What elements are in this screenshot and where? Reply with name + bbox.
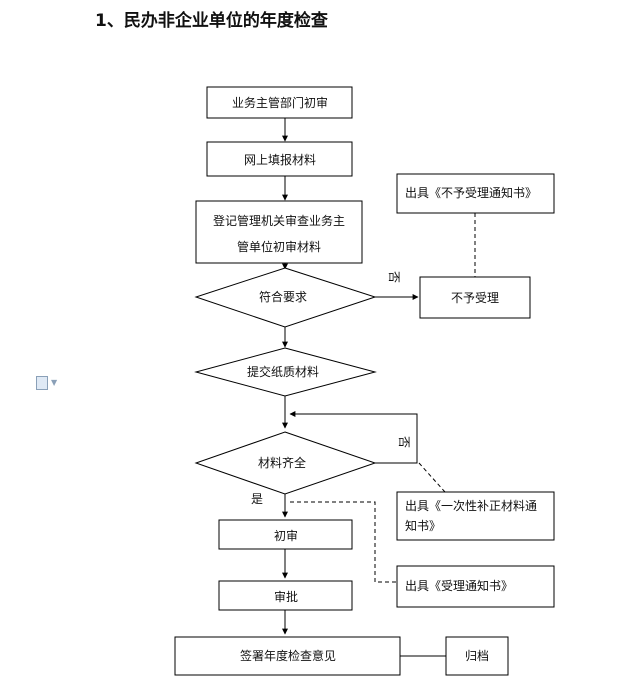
step-label-online-submission: 网上填报材料 — [244, 152, 316, 167]
branch-label-no-1: 否 — [387, 271, 401, 283]
branch-label-no-2: 否 — [397, 436, 411, 448]
document-icon[interactable]: ▼ — [36, 376, 62, 390]
decision-meets-requirements — [194, 267, 377, 328]
dashed-link-supplement-notice — [418, 462, 446, 493]
step-label-first-review: 初审 — [274, 528, 298, 543]
step-label-sign-opinion: 签署年度检查意见 — [240, 648, 336, 663]
connector-lines — [282, 118, 446, 657]
document-sheet-icon — [36, 376, 48, 390]
step-label-preliminary-review: 业务主管部门初审 — [232, 95, 328, 110]
decision-submit-paper — [194, 347, 377, 397]
step-box-registration-review — [195, 200, 363, 264]
step-box-sign-opinion — [174, 636, 401, 676]
step-box-first-review — [218, 519, 353, 550]
dashed-links — [290, 213, 476, 583]
branch-label-yes: 是 — [251, 492, 263, 506]
dropdown-caret-icon: ▼ — [51, 378, 58, 387]
section-title: 1、民办非企业单位的年度检查 — [95, 11, 328, 31]
step-box-preliminary-review — [206, 86, 353, 119]
decision-materials-complete — [194, 431, 377, 495]
step-box-online-submission — [206, 141, 353, 177]
decision-label-materials-complete: 材料齐全 — [258, 455, 306, 470]
notice-box-not-accepted — [396, 173, 555, 214]
decision-label-submit-paper: 提交纸质材料 — [247, 364, 319, 379]
decision-label-meets-requirements: 符合要求 — [259, 289, 307, 304]
notice-label-not-accepted: 出具《不予受理通知书》 — [405, 186, 537, 200]
notice-label-supplement-line2: 知书》 — [405, 519, 441, 533]
step-label-registration-review-line1: 登记管理机关审查业务主 — [213, 213, 345, 228]
dashed-link-accept-notice — [290, 501, 397, 583]
notice-box-accepted — [396, 565, 555, 608]
box-reject — [419, 276, 531, 319]
label-archive: 归档 — [465, 649, 489, 663]
step-label-registration-review-line2: 管单位初审材料 — [237, 239, 321, 254]
step-label-approval: 审批 — [274, 589, 298, 604]
notice-label-accepted: 出具《受理通知书》 — [405, 579, 513, 593]
arrow-decision3-loop — [289, 411, 418, 464]
box-archive — [445, 636, 509, 676]
label-reject: 不予受理 — [451, 291, 499, 305]
notice-label-supplement-line1: 出具《一次性补正材料通 — [405, 499, 537, 513]
notice-box-supplement — [396, 491, 555, 541]
step-box-approval — [218, 580, 353, 611]
